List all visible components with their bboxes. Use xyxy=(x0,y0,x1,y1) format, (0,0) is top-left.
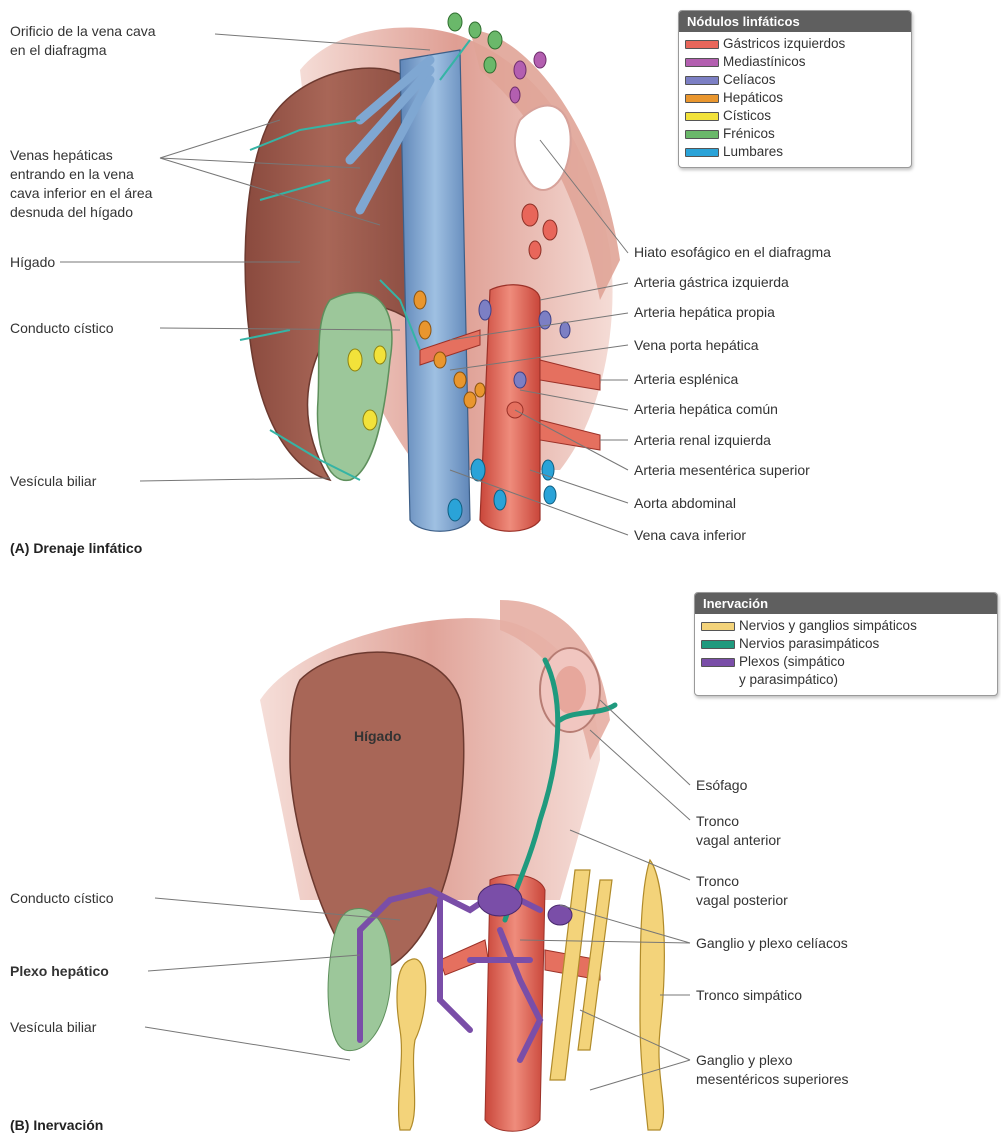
legend-swatch xyxy=(685,40,719,49)
label-tronco-vagal-anterior: Tronco vagal anterior xyxy=(696,812,781,850)
label-ganglio-plexo-mesentericos: Ganglio y plexo mesentéricos superiores xyxy=(696,1051,849,1089)
legend-item: Nervios parasimpáticos xyxy=(695,635,997,653)
label-arteria-hepatica-comun: Arteria hepática común xyxy=(634,400,778,419)
label-conducto-cistico-a: Conducto cístico xyxy=(10,319,114,338)
label-arteria-hepatica-propia: Arteria hepática propia xyxy=(634,303,775,322)
label-conducto-cistico-b: Conducto cístico xyxy=(10,889,114,908)
label-tronco-simpatico: Tronco simpático xyxy=(696,986,802,1005)
legend-swatch xyxy=(685,58,719,67)
label-higado-a: Hígado xyxy=(10,253,55,272)
label-arteria-renal-izquierda: Arteria renal izquierda xyxy=(634,431,771,450)
legend-swatch xyxy=(685,94,719,103)
label-arteria-mesenterica: Arteria mesentérica superior xyxy=(634,461,810,480)
legend-swatch xyxy=(685,148,719,157)
label-arteria-esplenica: Arteria esplénica xyxy=(634,370,738,389)
label-arteria-gastrica-izquierda: Arteria gástrica izquierda xyxy=(634,273,789,292)
legend-item-label: Celíacos xyxy=(723,72,776,87)
label-esofago: Esófago xyxy=(696,776,747,795)
label-aorta-abdominal: Aorta abdominal xyxy=(634,494,736,513)
label-vesicula-biliar-b: Vesícula biliar xyxy=(10,1018,96,1037)
label-plexo-hepatico: Plexo hepático xyxy=(10,962,109,981)
legend-item: Frénicos xyxy=(679,125,911,143)
panel-a-artwork xyxy=(240,13,620,531)
legend-item-label: Lumbares xyxy=(723,144,783,159)
legend-item: Nervios y ganglios simpáticos xyxy=(695,617,997,635)
legend-item-label: Nervios parasimpáticos xyxy=(739,636,879,651)
caption-panel-b: (B) Inervación xyxy=(10,1117,103,1133)
legend-item: Lumbares xyxy=(679,143,911,161)
legend-swatch xyxy=(685,76,719,85)
legend-swatch xyxy=(701,658,735,667)
legend-swatch xyxy=(685,130,719,139)
label-ganglio-plexo-celiacos: Ganglio y plexo celíacos xyxy=(696,934,848,953)
legend-a-title: Nódulos linfáticos xyxy=(679,11,911,32)
legend-swatch xyxy=(701,622,735,631)
legend-item-label: Frénicos xyxy=(723,126,775,141)
legend-item-label: Nervios y ganglios simpáticos xyxy=(739,618,917,633)
legend-item: Plexos (simpático y parasimpático) xyxy=(695,653,997,689)
legend-b-title: Inervación xyxy=(695,593,997,614)
label-orificio-vena-cava: Orificio de la vena cava en el diafragma xyxy=(10,22,156,60)
label-hiato-esofagico: Hiato esofágico en el diafragma xyxy=(634,243,831,262)
legend-item: Mediastínicos xyxy=(679,53,911,71)
caption-panel-a: (A) Drenaje linfático xyxy=(10,540,142,556)
legend-item: Hepáticos xyxy=(679,89,911,107)
legend-item-label: Císticos xyxy=(723,108,771,123)
label-vena-cava-inferior: Vena cava inferior xyxy=(634,526,746,545)
label-vesicula-biliar-a: Vesícula biliar xyxy=(10,472,96,491)
gallbladder-shape xyxy=(317,293,391,481)
legend-swatch xyxy=(701,640,735,649)
label-venas-hepaticas: Venas hepáticas entrando en la vena cava… xyxy=(10,146,152,222)
label-tronco-vagal-posterior: Tronco vagal posterior xyxy=(696,872,788,910)
legend-item: Císticos xyxy=(679,107,911,125)
legend-item-label: Mediastínicos xyxy=(723,54,806,69)
legend-item: Celíacos xyxy=(679,71,911,89)
legend-swatch xyxy=(685,112,719,121)
label-higado-b: Hígado xyxy=(354,727,401,746)
legend-item-label: Gástricos izquierdos xyxy=(723,36,845,51)
legend-item: Gástricos izquierdos xyxy=(679,35,911,53)
legend-item-label: Plexos (simpático y parasimpático) xyxy=(739,654,845,687)
panel-b-artwork xyxy=(260,600,664,1131)
label-vena-porta: Vena porta hepática xyxy=(634,336,759,355)
legend-inervacion: Inervación Nervios y ganglios simpáticos… xyxy=(694,592,998,696)
legend-item-label: Hepáticos xyxy=(723,90,783,105)
